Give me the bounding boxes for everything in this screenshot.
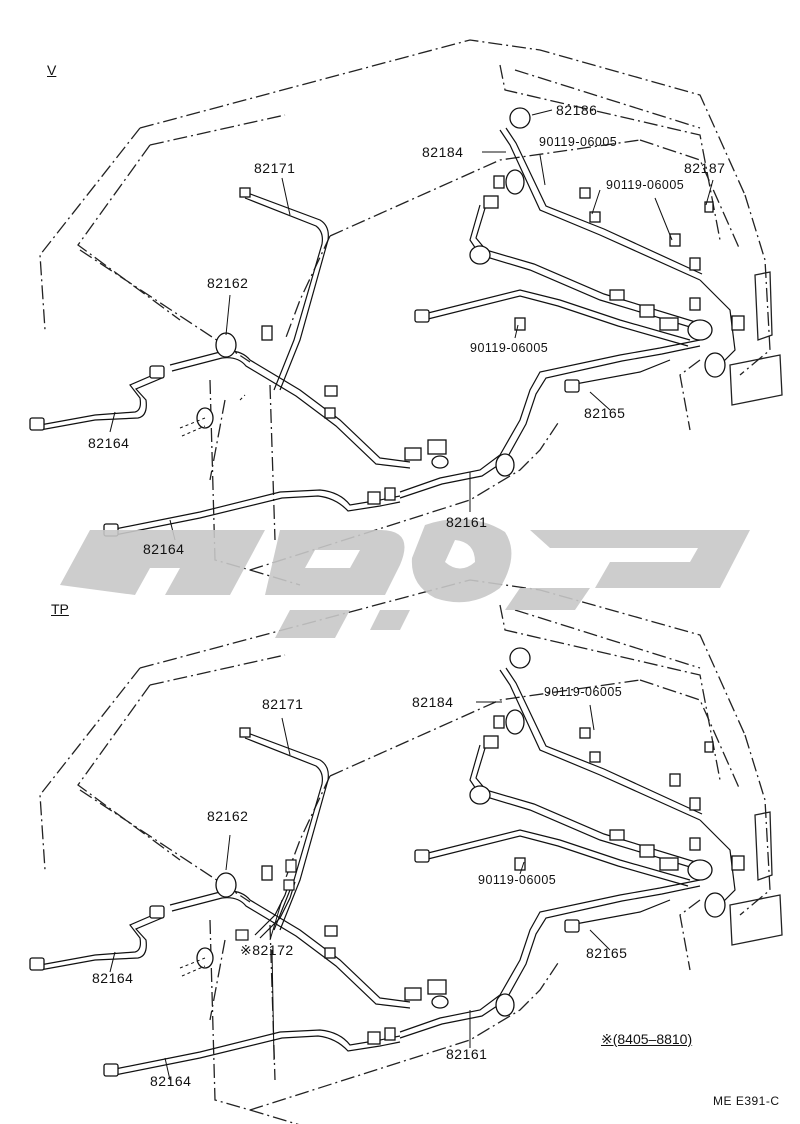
section-heading-tp: TP <box>51 601 69 617</box>
part-label-82171: 82171 <box>262 696 304 712</box>
bolt-label-90119: 90119-06005 <box>539 135 618 149</box>
bolt-label-90119: 90119-06005 <box>478 873 557 887</box>
part-label-82162: 82162 <box>207 275 249 291</box>
watermark-logo <box>60 518 750 638</box>
bolt-label-90119: 90119-06005 <box>544 685 623 699</box>
part-label-82172: ※82172 <box>240 942 294 958</box>
bolt-label-90119: 90119-06005 <box>470 341 549 355</box>
part-label-82161: 82161 <box>446 514 488 530</box>
part-label-82164: 82164 <box>92 970 134 986</box>
part-label-82171: 82171 <box>254 160 296 176</box>
part-label-82161: 82161 <box>446 1046 488 1062</box>
bolt-label-90119: 90119-06005 <box>606 178 685 192</box>
part-label-82162: 82162 <box>207 808 249 824</box>
part-label-82186: 82186 <box>556 102 598 118</box>
part-label-82165: 82165 <box>584 405 626 421</box>
part-label-82164: 82164 <box>150 1073 192 1089</box>
applicability-note: ※(8405–8810) <box>601 1031 693 1047</box>
section-heading-v: V <box>47 62 57 78</box>
diagram-code: ME E391-C <box>713 1094 780 1108</box>
part-label-82184: 82184 <box>412 694 454 710</box>
part-label-82184: 82184 <box>422 144 464 160</box>
part-label-82164: 82164 <box>88 435 130 451</box>
part-label-82165: 82165 <box>586 945 628 961</box>
part-label-82187: 82187 <box>684 160 726 176</box>
part-label-82164: 82164 <box>143 541 185 557</box>
